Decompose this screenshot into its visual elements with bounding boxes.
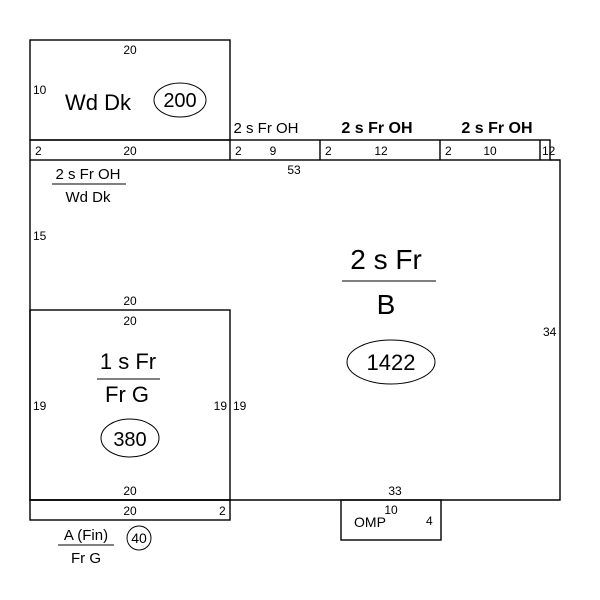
porch-outline [340, 499, 442, 541]
attic-dim-end: 2 [219, 504, 226, 518]
attic-area: 40 [131, 530, 147, 546]
garage-dim-right-outer: 19 [233, 399, 247, 413]
overhang-strip: 2 20 2 9 2 s Fr OH 2 12 2 s Fr OH 2 10 2… [29, 120, 556, 161]
attic-dim-len: 20 [123, 504, 137, 518]
overhang-strip-outline [29, 139, 551, 161]
deck-dim-top: 20 [123, 43, 137, 57]
overhang-seg2-label: 2 s Fr OH [341, 120, 412, 137]
garage-area: 380 [113, 429, 146, 451]
garage-label-top: 1 s Fr [100, 349, 156, 374]
porch-dim-right: 4 [426, 514, 433, 528]
garage-dim-bottom: 20 [123, 484, 137, 498]
attic-strip: 20 2 A (Fin) Fr G 40 [29, 499, 231, 567]
deck-area-circle [153, 82, 207, 118]
garage-area-circle [100, 418, 160, 458]
garage-label-bottom: Fr G [105, 382, 149, 407]
overhang-end-dim: 12 [542, 144, 556, 158]
attic-area-circle [126, 525, 152, 551]
main-dim-right: 34 [543, 325, 557, 339]
main-dim-left: 15 [33, 229, 47, 243]
overhang-seg2-start: 2 [325, 144, 332, 158]
attic-label-top: A (Fin) [64, 527, 108, 544]
garage-section: 20 20 19 19 19 20 1 s Fr Fr G 380 [29, 294, 247, 501]
porch-section: 10 4 OMP [340, 499, 442, 541]
upper-left-label-bottom: Wd Dk [66, 189, 112, 206]
porch-dim-top: 10 [384, 503, 398, 517]
overhang-left-len: 20 [123, 144, 137, 158]
overhang-seg1-len: 9 [270, 144, 277, 158]
upper-left-label: 2 s Fr OH Wd Dk [52, 166, 126, 206]
main-area-circle [346, 339, 436, 385]
overhang-seg1-start: 2 [235, 144, 242, 158]
main-dim-bottom: 33 [388, 484, 402, 498]
main-label-top: 2 s Fr [350, 244, 422, 275]
main-area: 1422 [367, 350, 416, 375]
deck-area: 200 [163, 90, 196, 112]
garage-dim-top-outer: 20 [123, 294, 137, 308]
deck-label: Wd Dk [65, 90, 132, 115]
main-outline [29, 159, 561, 501]
overhang-seg1-label: 2 s Fr OH [233, 120, 298, 137]
porch-label: OMP [354, 514, 386, 530]
main-section: 53 15 34 33 2 s Fr B 1422 [29, 159, 561, 501]
overhang-seg3-len: 10 [483, 144, 497, 158]
garage-dim-right-inner: 19 [214, 399, 228, 413]
garage-dim-left: 19 [33, 399, 47, 413]
overhang-left-start: 2 [35, 144, 42, 158]
overhang-seg3-label: 2 s Fr OH [461, 120, 532, 137]
overhang-seg2-len: 12 [374, 144, 388, 158]
deck-section: 20 10 Wd Dk 200 [29, 39, 231, 141]
upper-left-label-top: 2 s Fr OH [55, 166, 120, 183]
overhang-seg3-start: 2 [445, 144, 452, 158]
main-label-bottom: B [377, 289, 396, 320]
main-dim-top: 53 [287, 163, 301, 177]
attic-strip-outline [29, 499, 231, 521]
garage-dim-top-inner: 20 [123, 314, 137, 328]
deck-dim-left: 10 [33, 83, 47, 97]
attic-label-bottom: Fr G [71, 550, 101, 567]
